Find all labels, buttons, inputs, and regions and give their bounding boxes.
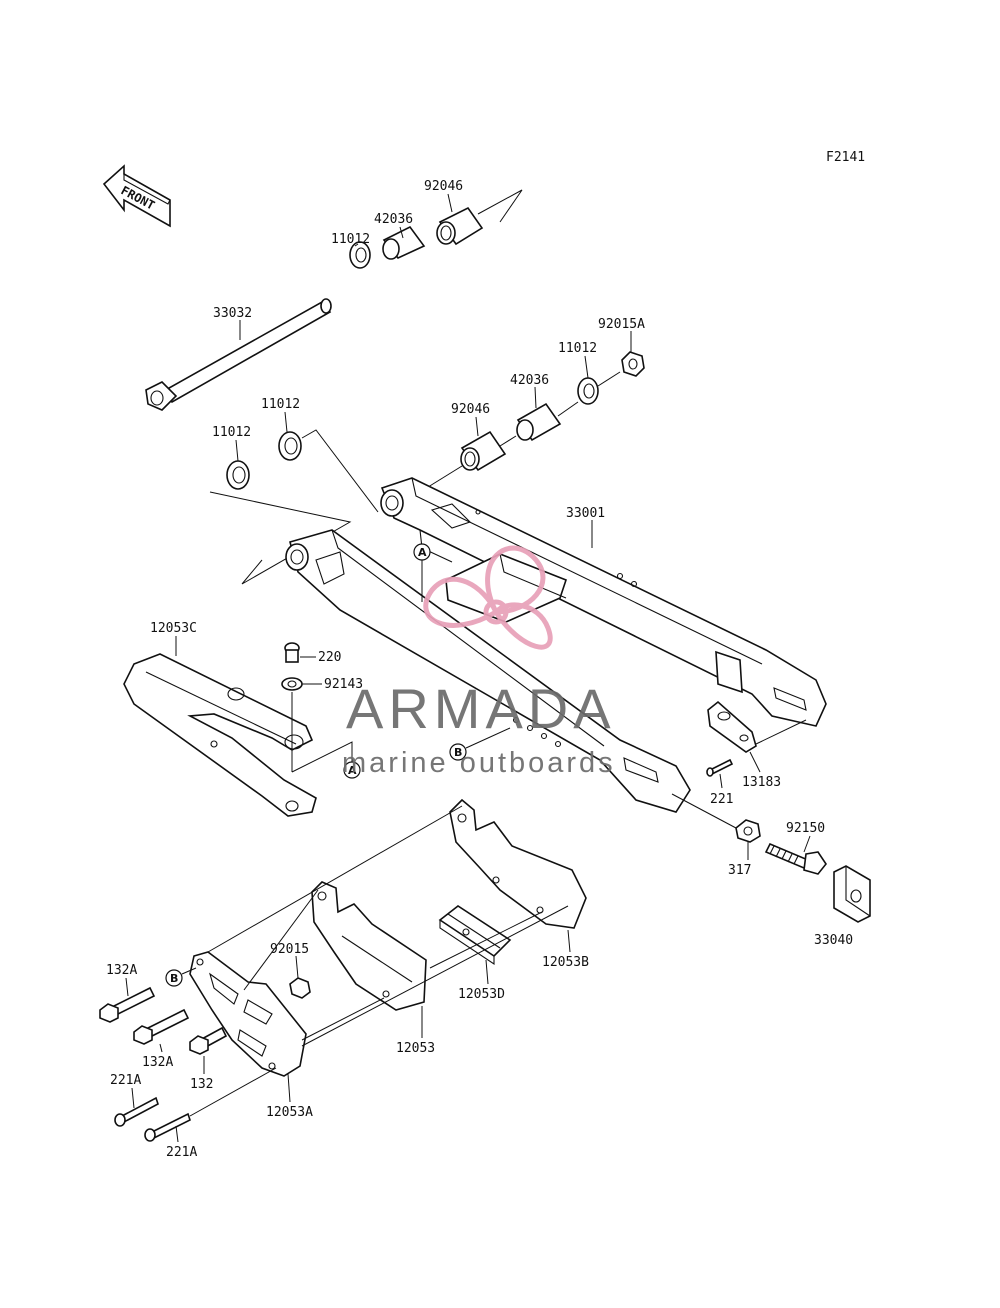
label-12053A: 12053A xyxy=(266,1105,313,1120)
pivot-shaft-33032 xyxy=(145,298,332,411)
bolt-92150 xyxy=(764,842,827,875)
label-92015A: 92015A xyxy=(598,317,645,332)
seal-11012-left-lower xyxy=(226,460,250,490)
ref-marker-a-lower: A xyxy=(343,761,361,779)
nut-92015A xyxy=(621,351,645,377)
label-42036-mid: 42036 xyxy=(510,373,549,388)
svg-text:B: B xyxy=(454,746,462,759)
label-92046-mid: 92046 xyxy=(451,402,490,417)
watermark: ARMADA marine outboards xyxy=(342,545,616,779)
label-132A-upper: 132A xyxy=(106,963,137,978)
swingarm-33001 xyxy=(285,477,827,813)
label-317: 317 xyxy=(728,863,751,878)
ref-marker-b-lower: B xyxy=(165,969,183,987)
watermark-brand: ARMADA xyxy=(346,677,616,740)
collar-42036-top xyxy=(382,225,426,260)
collar-42036-mid xyxy=(516,402,562,442)
guide-12053B xyxy=(449,798,587,929)
guide-plate-12053A xyxy=(189,951,307,1077)
label-11012-left-lower: 11012 xyxy=(212,425,251,440)
screw-221A-upper xyxy=(114,1096,159,1127)
bushing-92046-top xyxy=(436,206,484,246)
label-12053: 12053 xyxy=(396,1041,435,1056)
nut-317 xyxy=(735,819,761,843)
figure-code: F2141 xyxy=(826,150,865,165)
label-221A-lower: 221A xyxy=(166,1145,197,1160)
guide-plate-13183 xyxy=(707,700,757,753)
nut-92015 xyxy=(289,977,311,999)
label-33032: 33032 xyxy=(213,306,252,321)
label-11012-top: 11012 xyxy=(331,232,370,247)
label-92046-top: 92046 xyxy=(424,179,463,194)
label-13183: 13183 xyxy=(742,775,781,790)
label-132: 132 xyxy=(190,1077,213,1092)
washer-92143 xyxy=(281,677,303,691)
bolt-132A-lower xyxy=(133,1008,190,1045)
label-132A-lower: 132A xyxy=(142,1055,173,1070)
front-arrow-icon: FRONT xyxy=(102,164,171,228)
label-221A-upper: 221A xyxy=(110,1073,141,1088)
svg-text:A: A xyxy=(418,546,427,559)
bushing-92046-mid xyxy=(460,430,507,472)
pad-12053D xyxy=(438,905,512,966)
label-221: 221 xyxy=(710,792,733,807)
screw-221 xyxy=(706,758,734,777)
watermark-tagline: marine outboards xyxy=(342,747,616,779)
label-12053D: 12053D xyxy=(458,987,505,1002)
armada-logo-icon xyxy=(423,545,553,650)
bolt-132A-upper xyxy=(99,986,156,1023)
ref-marker-a-upper: A xyxy=(413,543,431,561)
label-92143: 92143 xyxy=(324,677,363,692)
bolt-132 xyxy=(189,1026,228,1055)
guide-12053 xyxy=(311,881,427,1011)
label-92150: 92150 xyxy=(786,821,825,836)
seal-11012-left-upper xyxy=(278,431,302,461)
label-42036-top: 42036 xyxy=(374,212,413,227)
label-33001: 33001 xyxy=(566,506,605,521)
seal-11012-right xyxy=(577,377,599,405)
label-92015: 92015 xyxy=(270,942,309,957)
label-220: 220 xyxy=(318,650,341,665)
seal-11012-top xyxy=(349,241,371,269)
label-12053B: 12053B xyxy=(542,955,589,970)
adjuster-33040 xyxy=(833,865,871,923)
svg-text:A: A xyxy=(348,764,357,777)
chain-slider-12053C xyxy=(123,653,317,817)
screw-220 xyxy=(284,642,300,663)
label-33040: 33040 xyxy=(814,933,853,948)
label-11012-left-upper: 11012 xyxy=(261,397,300,412)
label-11012-right: 11012 xyxy=(558,341,597,356)
label-12053C: 12053C xyxy=(150,621,197,636)
svg-text:B: B xyxy=(170,972,178,985)
screw-221A-lower xyxy=(144,1112,191,1142)
ref-marker-b-upper: B xyxy=(449,743,467,761)
